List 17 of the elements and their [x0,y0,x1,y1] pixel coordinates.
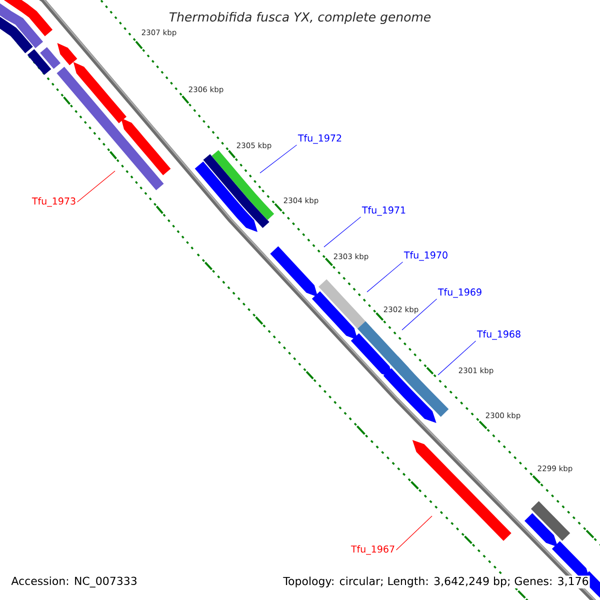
footer-text: Topology: circular; Length: 3,642,249 bp; Genes: 3,176 [282,576,590,588]
gene-label: Tfu_1967 [350,545,394,555]
leader-line [366,262,404,292]
gene-label: Tfu_1973 [32,197,76,207]
leader-line [76,170,116,202]
leader-line [260,144,298,174]
title: Thermobifida fusca YX, complete genome [169,12,431,24]
gene-label: Tfu_1969 [438,288,482,298]
gene-label: Tfu_1970 [404,251,448,261]
gene-label: Tfu_1971 [362,206,406,216]
gene-label: Tfu_1968 [476,330,520,340]
leader-line [324,216,362,248]
leader-line [396,516,432,550]
gene-label: Tfu_1972 [298,134,342,144]
footer-text: Accession: NC_007333 [10,576,138,588]
leader-line [438,340,476,376]
leader-line [402,298,438,330]
